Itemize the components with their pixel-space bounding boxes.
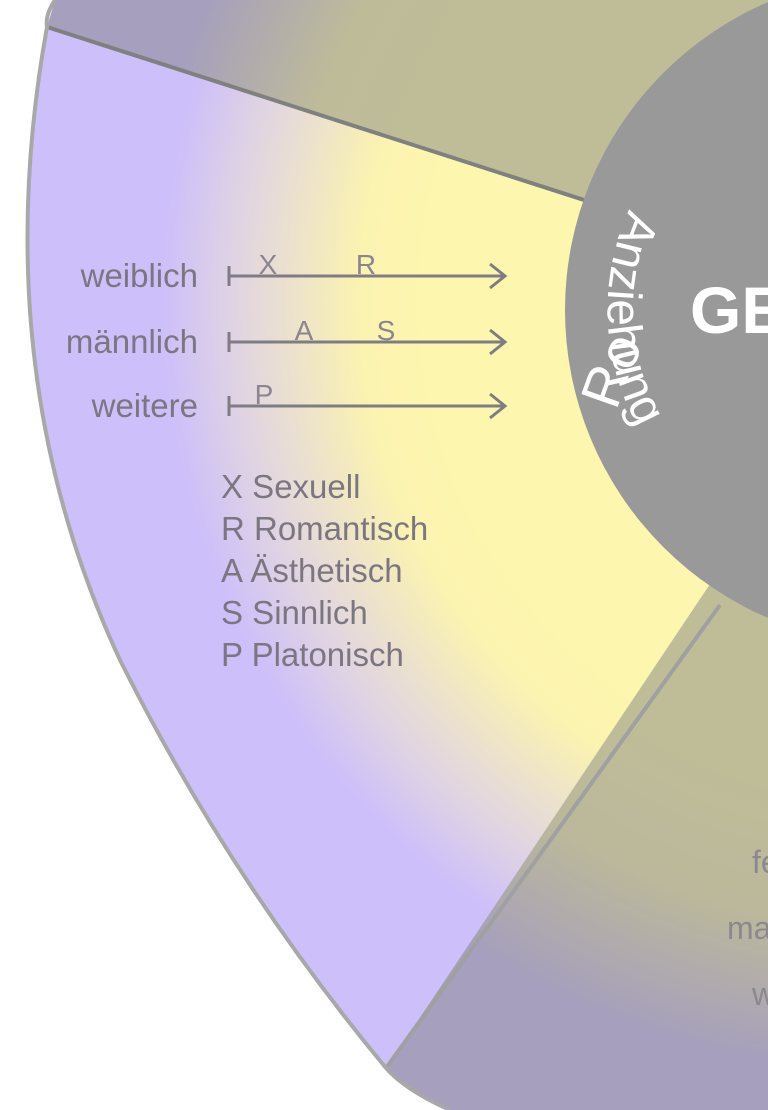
row-label: männlich xyxy=(66,323,198,360)
segment-bottom xyxy=(386,300,768,1110)
lower-row-label: ma xyxy=(727,910,768,946)
axis-arrowhead xyxy=(489,392,508,420)
legend-item: X Sexuell xyxy=(221,468,360,505)
center-hub xyxy=(565,2,768,618)
attraction-mark: A xyxy=(295,315,314,346)
attraction-mark: S xyxy=(377,315,396,346)
attraction-mark: R xyxy=(356,249,376,280)
row-label: weiblich xyxy=(80,257,198,294)
lower-row-label: w xyxy=(751,976,768,1012)
segment-top xyxy=(47,0,768,300)
attraction-row: weiblich X R xyxy=(80,249,508,294)
row-label: weitere xyxy=(91,387,198,424)
attraction-row: weitere P xyxy=(91,379,508,424)
lower-segment-labels: fe ma w xyxy=(727,844,768,1012)
lower-row-label: fe xyxy=(752,844,768,880)
wheel-outer-rim xyxy=(25,0,451,1110)
divider-top xyxy=(46,25,641,220)
center-title: GE xyxy=(690,273,768,347)
divider-bottom xyxy=(384,603,722,1070)
attraction-mark: P xyxy=(255,379,274,410)
legend-item: R Romantisch xyxy=(221,510,428,547)
attraction-mark: X xyxy=(259,249,278,280)
attraction-row: männlich A S xyxy=(66,315,508,360)
legend-item: P Platonisch xyxy=(221,636,404,673)
attraction-legend: X Sexuell R Romantisch A Ästhetisch S Sinnl… xyxy=(221,468,428,673)
legend-item: A Ästhetisch xyxy=(221,552,403,589)
legend-item: S Sinnlich xyxy=(221,594,368,631)
axis-arrowhead xyxy=(489,262,508,290)
axis-arrowhead xyxy=(489,328,508,356)
